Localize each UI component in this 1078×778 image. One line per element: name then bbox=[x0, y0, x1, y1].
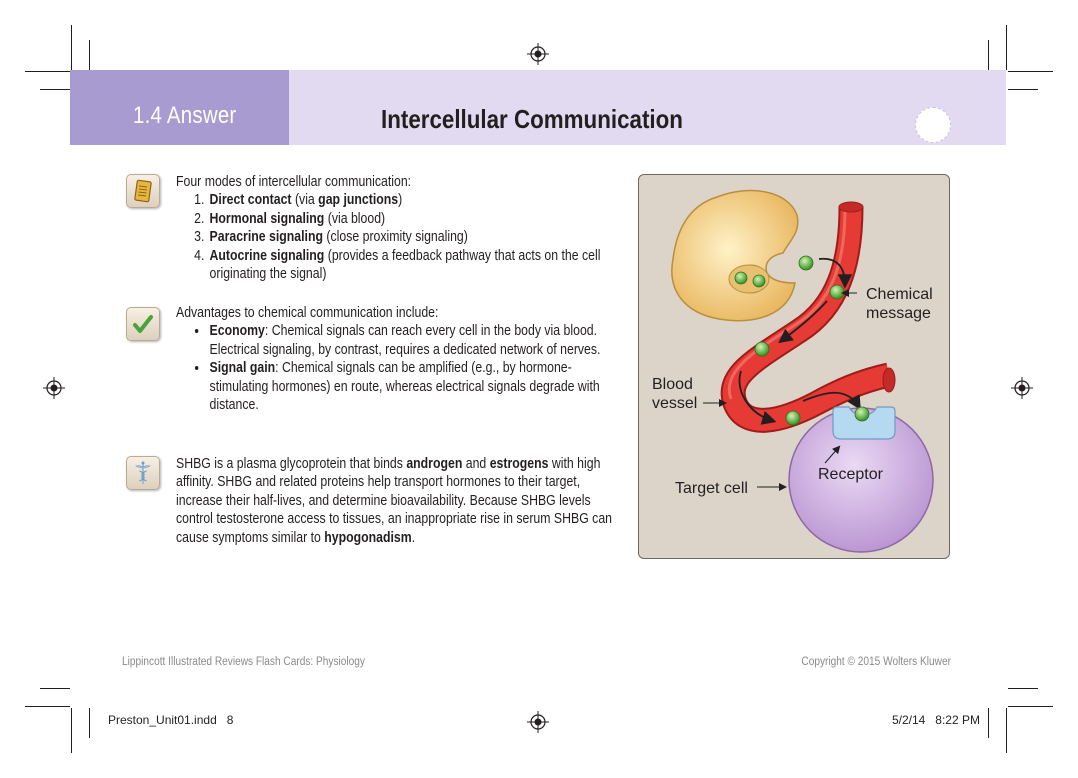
modes-list: Direct contact (via gap junctions) Hormo… bbox=[176, 191, 616, 283]
molecule bbox=[785, 410, 801, 426]
crop-mark bbox=[1008, 706, 1053, 707]
term-detail: (provides a feedback pathway that acts o… bbox=[209, 247, 601, 283]
term-detail: : Chemical signals can be amplified (e.g… bbox=[209, 360, 600, 414]
advantages-intro: Advantages to chemical communication inc… bbox=[176, 305, 439, 321]
chemical-message-label: Chemical message bbox=[866, 285, 933, 323]
footer-book-title: Lippincott Illustrated Reviews Flash Car… bbox=[122, 656, 365, 668]
term-detail: (via bbox=[291, 192, 319, 209]
target-cell-label: Target cell bbox=[675, 480, 748, 497]
caduceus-icon bbox=[126, 456, 160, 490]
label-line: vessel bbox=[652, 395, 698, 412]
crop-mark bbox=[89, 40, 90, 70]
crop-mark bbox=[40, 688, 70, 689]
footer-copyright: Copyright © 2015 Wolters Kluwer bbox=[801, 656, 951, 668]
slug-timestamp: 5/2/14 8:22 PM bbox=[891, 713, 980, 727]
molecule bbox=[752, 274, 766, 288]
slug-filename: Preston_Unit01.indd 8 bbox=[108, 713, 234, 727]
list-item: Autocrine signaling (provides a feedback… bbox=[208, 247, 617, 284]
molecule bbox=[829, 284, 845, 300]
molecule bbox=[854, 406, 870, 422]
term: Direct contact bbox=[209, 192, 292, 209]
molecule bbox=[734, 271, 748, 285]
checkmark-icon bbox=[126, 307, 160, 341]
crop-mark bbox=[71, 25, 72, 70]
crop-mark bbox=[988, 40, 989, 70]
modes-intro: Four modes of intercellular communicatio… bbox=[176, 174, 412, 190]
term: Hormonal signaling bbox=[209, 210, 325, 227]
secreting-cell bbox=[671, 189, 799, 322]
clinical-section: SHBG is a plasma glycoprotein that binds… bbox=[176, 455, 616, 547]
molecule bbox=[798, 255, 814, 271]
crop-mark bbox=[89, 708, 90, 738]
term-detail: : Chemical signals can reach every cell … bbox=[209, 323, 601, 358]
crop-mark bbox=[25, 706, 70, 707]
crop-mark bbox=[25, 71, 70, 72]
registration-mark-icon bbox=[43, 377, 65, 399]
text-run: with high affinity. SHBG and related pro… bbox=[176, 456, 613, 546]
list-item: Hormonal signaling (via blood) bbox=[208, 210, 617, 228]
term-detail: (via blood) bbox=[324, 210, 386, 227]
list-item: Direct contact (via gap junctions) bbox=[208, 191, 617, 209]
header-title-band bbox=[289, 70, 1006, 145]
term: gap junctions bbox=[318, 192, 399, 209]
text-run: . bbox=[411, 529, 416, 546]
term: Paracrine signaling bbox=[209, 229, 323, 246]
list-item: Paracrine signaling (close proximity sig… bbox=[208, 228, 617, 246]
crop-mark bbox=[1008, 71, 1053, 72]
term-detail: ) bbox=[398, 192, 403, 209]
registration-mark-icon bbox=[527, 43, 549, 65]
term: Signal gain bbox=[209, 360, 276, 377]
header-label-band bbox=[70, 70, 289, 145]
card-label: 1.4 Answer bbox=[133, 102, 237, 129]
registration-mark-icon bbox=[1011, 377, 1033, 399]
registration-mark-icon bbox=[527, 711, 549, 733]
molecule bbox=[754, 341, 770, 357]
figure-panel: Chemical message Blood vessel Receptor T… bbox=[638, 174, 950, 559]
advantages-section: Advantages to chemical communication inc… bbox=[176, 304, 616, 414]
label-line: message bbox=[866, 305, 931, 322]
label-line: Blood bbox=[652, 376, 693, 393]
crop-mark bbox=[1006, 25, 1007, 70]
advantages-list: Economy: Chemical signals can reach ever… bbox=[176, 322, 616, 414]
crop-mark bbox=[1008, 89, 1038, 90]
crop-mark bbox=[1006, 708, 1007, 753]
list-item: Signal gain: Chemical signals can be amp… bbox=[208, 359, 617, 414]
text-run: SHBG is a plasma glycoprotein that binds bbox=[176, 456, 407, 472]
crop-mark bbox=[71, 708, 72, 753]
term: Autocrine signaling bbox=[209, 247, 325, 264]
modes-section: Four modes of intercellular communicatio… bbox=[176, 173, 616, 283]
term: androgen bbox=[406, 456, 463, 472]
blood-vessel-label: Blood vessel bbox=[652, 375, 697, 413]
page-title: Intercellular Communication bbox=[381, 104, 683, 134]
hole-punch-circle bbox=[915, 107, 951, 143]
crop-mark bbox=[40, 89, 70, 90]
clinical-text: SHBG is a plasma glycoprotein that binds… bbox=[176, 455, 616, 547]
crop-mark bbox=[988, 708, 989, 738]
term: estrogens bbox=[489, 456, 549, 472]
list-item: Economy: Chemical signals can reach ever… bbox=[208, 322, 617, 359]
term: Economy bbox=[209, 323, 265, 340]
term: hypogonadism bbox=[324, 529, 412, 546]
text-run: and bbox=[462, 456, 490, 472]
clipboard-icon bbox=[126, 174, 160, 208]
crop-mark bbox=[1008, 688, 1038, 689]
label-line: Chemical bbox=[866, 286, 933, 303]
receptor-label: Receptor bbox=[818, 466, 883, 483]
intercellular-diagram bbox=[671, 189, 934, 553]
term-detail: (close proximity signaling) bbox=[322, 229, 468, 246]
receptor bbox=[832, 406, 896, 440]
